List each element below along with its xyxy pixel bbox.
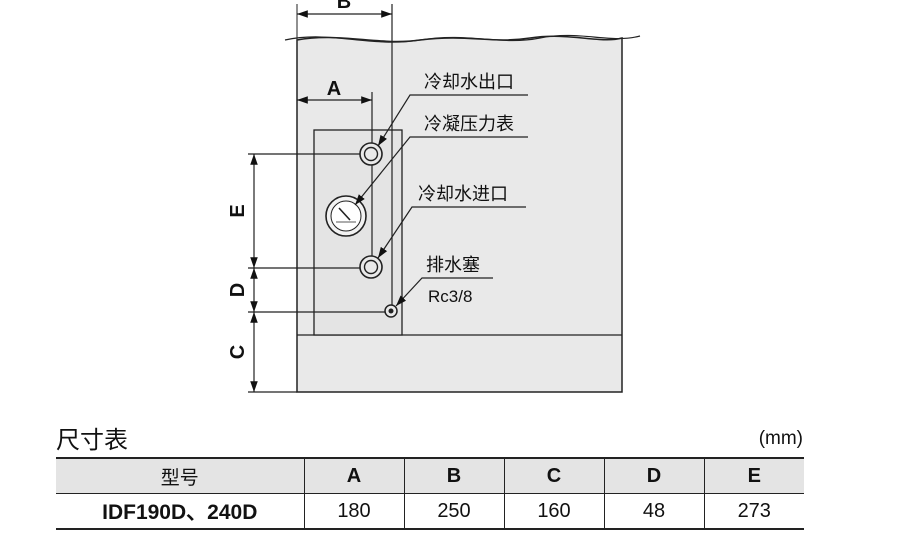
dim-label-d: D [227, 283, 249, 297]
dimension-table-title: 尺寸表 [56, 426, 128, 454]
dimension-table: 型号 A B C D E IDF190D、240D 180 250 160 48… [56, 457, 804, 530]
cabinet-break-line [284, 34, 641, 43]
leader-inlet [377, 206, 526, 259]
table-row: IDF190D、240D 180 250 160 48 273 [56, 493, 804, 529]
water-outlet-fitting [359, 142, 383, 166]
callout-pressure-gauge: 冷凝压力表 [424, 114, 514, 135]
callout-water-outlet: 冷却水出口 [424, 72, 514, 93]
cell-a: 180 [303, 493, 404, 529]
cell-b: 250 [403, 493, 504, 529]
cell-c: 160 [503, 493, 604, 529]
dim-label-c: C [227, 345, 249, 359]
cell-model: IDF190D、240D [102, 501, 258, 524]
header-b: B [403, 458, 504, 494]
leader-drain [395, 277, 493, 307]
dimension-unit: (mm) [758, 428, 803, 449]
dim-label-b: B [337, 0, 351, 13]
callout-drain-plug: 排水塞 [426, 255, 480, 276]
water-inlet-fitting [359, 255, 383, 279]
table-header-row: 型号 A B C D E [56, 458, 804, 494]
leader-outlet [377, 94, 528, 147]
cell-d: 48 [603, 493, 704, 529]
dim-label-e: E [227, 204, 249, 217]
header-a: A [303, 458, 404, 494]
cell-e: 273 [703, 493, 804, 529]
header-e: E [703, 458, 804, 494]
leader-gauge [354, 136, 528, 206]
pressure-gauge-icon [325, 195, 367, 237]
callout-water-inlet: 冷却水进口 [418, 184, 508, 205]
drain-plug-fitting [384, 304, 398, 318]
dim-label-a: A [327, 78, 341, 100]
header-c: C [503, 458, 604, 494]
callout-drain-size: Rc3/8 [428, 287, 472, 306]
header-d: D [603, 458, 704, 494]
header-model: 型号 [160, 466, 199, 489]
dimension-diagram: B A E D C 冷却水出口 冷凝压力表 冷却水进口 排水塞 Rc3/8 [227, 0, 641, 393]
